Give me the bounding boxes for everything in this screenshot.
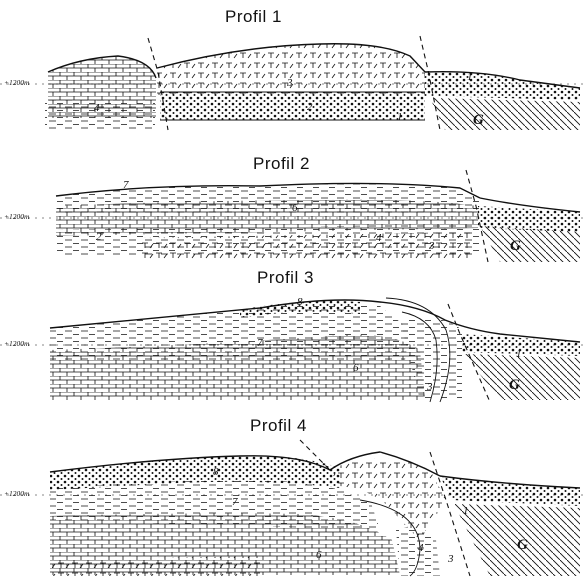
elevation-label: +1200m [4,489,30,498]
granite-G [480,226,580,262]
unit-label: 4 [376,232,382,244]
unit-label-G: G [510,238,521,254]
profile-1: Profil 1 +1200m 1 2 3 1 4 G [0,7,587,130]
profile-2: Profil 2 +1200m 7 6 2 4 3 G [0,154,587,262]
shale-base-left [45,100,155,130]
profile-3: Profil 3 +1200m 8 7 6 3 1 G [0,268,587,402]
unit-label: 1 [516,348,522,360]
profile-title: Profil 1 [225,7,282,26]
unit-label: 6 [316,549,322,561]
unit-label: 8 [213,466,219,478]
unit-label-G: G [509,377,520,393]
unit-label: 3 [286,77,293,89]
unit-label: 7 [257,337,263,349]
unit-label: 8 [297,296,303,308]
unit-label: 3 [426,381,433,393]
profile-title: Profil 3 [257,268,314,287]
unit-label-G: G [473,112,484,128]
unit-label: 1 [467,71,473,83]
granite-G [430,98,580,130]
unit-label: 1 [397,111,403,123]
profile-4: Profil 4 +1200m 8 7 6 4 3 1 G [0,416,587,576]
unit-1-right [440,476,580,506]
unit-label: 4 [418,542,424,554]
unit-label: 7 [232,496,238,508]
unit-label: 6 [353,362,359,374]
unit-2-band [160,92,425,120]
unit-label: 3 [428,240,435,252]
unit-label: 1 [463,505,469,517]
elevation-label: +1200m [4,78,30,87]
unit-label: 3 [447,553,454,565]
granite-G [464,354,580,400]
unit-label-G: G [517,537,528,553]
unit-label: 4 [94,102,100,114]
unit-label: 7 [123,179,129,191]
unit-label: 2 [96,231,102,243]
unit-label: 6 [292,202,298,214]
unit-label: 2 [307,101,313,113]
profile-title: Profil 4 [250,416,307,435]
elevation-label: +1200m [4,212,30,221]
profile-title: Profil 2 [253,154,310,173]
elevation-label: +1200m [4,339,30,348]
